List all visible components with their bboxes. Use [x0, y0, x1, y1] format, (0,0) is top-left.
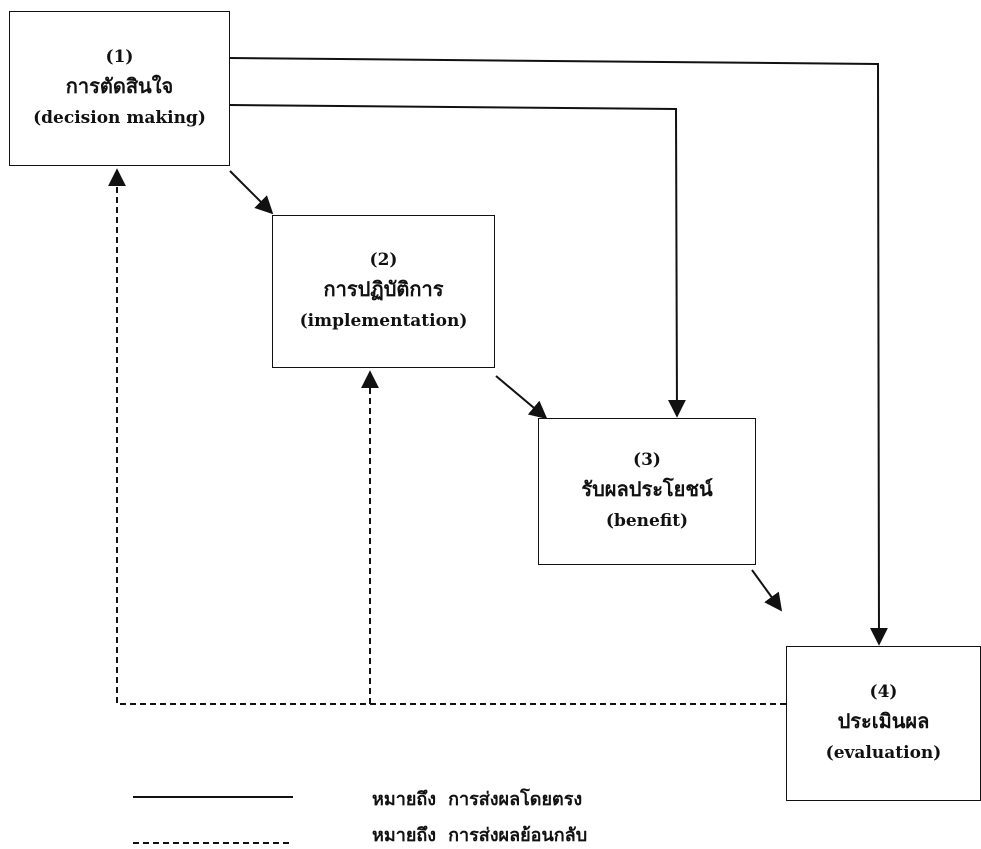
node-label-english: (benefit) — [605, 510, 689, 531]
node-decision-making: (1) การตัดสินใจ (decision making) — [9, 11, 230, 166]
node-label-english: (evaluation) — [825, 742, 942, 763]
legend-solid-label: หมายถึง การส่งผลโดยตรง — [372, 784, 582, 813]
node-number: (3) — [633, 449, 661, 470]
edge-1-to-3 — [229, 104, 686, 418]
legend-dashed-prefix: หมายถึง — [372, 825, 437, 846]
legend-dashed-text: การส่งผลย้อนกลับ — [448, 825, 588, 846]
node-label-thai: ประเมินผล — [837, 708, 930, 733]
node-evaluation: (4) ประเมินผล (evaluation) — [786, 646, 981, 801]
node-number: (1) — [105, 46, 134, 67]
node-label-thai: รับผลประโยชน์ — [581, 476, 713, 501]
node-label-thai: การปฏิบัติการ — [323, 276, 444, 301]
edge-4-to-1-feedback — [108, 168, 786, 705]
edge-1-to-4 — [229, 57, 888, 646]
node-label-thai: การตัดสินใจ — [65, 73, 174, 98]
edge-1-to-2 — [229, 170, 274, 215]
edge-3-to-4 — [751, 569, 783, 612]
node-number: (2) — [369, 249, 398, 270]
legend-solid-text: การส่งผลโดยตรง — [448, 789, 583, 810]
node-benefit: (3) รับผลประโยชน์ (benefit) — [538, 418, 756, 565]
legend-dashed-label: หมายถึง การส่งผลย้อนกลับ — [372, 820, 587, 849]
node-label-english: (decision making) — [33, 107, 206, 128]
legend-solid-prefix: หมายถึง — [372, 789, 437, 810]
node-implementation: (2) การปฏิบัติการ (implementation) — [272, 215, 495, 368]
node-label-english: (implementation) — [299, 310, 468, 331]
edge-2-to-3 — [495, 375, 548, 420]
node-number: (4) — [869, 681, 898, 702]
